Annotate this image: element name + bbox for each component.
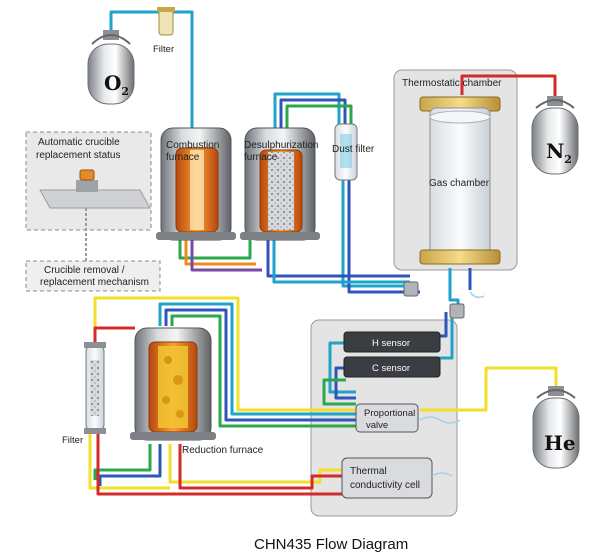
exhaust-swirl-2 (431, 472, 453, 477)
crucible-status-line1: Automatic crucible (38, 137, 120, 148)
c-sensor: C sensor (343, 356, 441, 378)
crucible-status-line2: replacement status (36, 150, 121, 161)
o2-subscript: 2 (121, 85, 129, 98)
he-cylinder: He (532, 386, 580, 469)
reduction-furnace-label: Reduction furnace (182, 445, 264, 456)
pipe-he-line (420, 366, 558, 412)
pipe-comb-desulph-3 (190, 238, 262, 272)
n2-subscript: 2 (564, 153, 572, 166)
combustion-furnace: Combustion furnace (156, 127, 236, 241)
pipe-reduction-loop-3 (170, 314, 356, 428)
pipe-desulph-bottom-1 (266, 238, 410, 278)
manifold-valve-1 (403, 281, 419, 297)
dust-filter-label: Dust filter (332, 144, 375, 155)
pipe-reduction-loop-2 (164, 308, 356, 422)
exhaust-swirl-3 (469, 291, 485, 299)
pipe-reduction-loop-1 (158, 302, 356, 416)
crucible-status: Automatic crucible replacement status (36, 137, 151, 262)
pipe-desulph-dust-1 (273, 92, 341, 130)
gas-chamber-label: Gas chamber (429, 178, 490, 189)
dust-filter: Dust filter (332, 123, 375, 181)
thermal-line1: Thermal (350, 466, 387, 477)
c-sensor-label: C sensor (372, 363, 410, 374)
n2-cylinder: N2 (531, 96, 579, 175)
pipe-n2-line (460, 74, 557, 102)
crucible-mech-box (25, 260, 161, 292)
pipe-yellow-line (93, 296, 358, 412)
svg-text:N2: N2 (546, 139, 572, 166)
pipe-desulph-dust-3 (285, 104, 353, 130)
exhaust-swirl-1 (419, 416, 461, 424)
thermal-conductivity-cell: Thermal conductivity cell (341, 457, 433, 499)
svg-text:O2: O2 (104, 71, 129, 98)
top-filter-label: Filter (153, 44, 174, 55)
thermal-line2: conductivity cell (350, 480, 420, 491)
combustion-line2: furnace (166, 152, 200, 163)
pipe-reduction-bottom-1 (93, 444, 152, 480)
pipe-manifold-sensors-1 (438, 312, 454, 360)
pipe-sensor-loop-1 (328, 341, 356, 394)
pipe-red-thermal (96, 428, 342, 496)
gas-lines (88, 10, 558, 496)
desulph-line1: Desulphurization (244, 140, 319, 151)
pipe-sensor-loop-2 (334, 366, 356, 400)
h-sensor: H sensor (343, 331, 441, 353)
combustion-line1: Combustion (166, 140, 219, 151)
desulph-line2: furnace (244, 152, 278, 163)
crucible-mech-line1: Crucible removal / (44, 265, 125, 276)
pipe-o2-line (109, 10, 194, 130)
pipe-dust-down-1 (341, 180, 410, 288)
reduction-furnace: Reduction furnace (130, 327, 264, 456)
pipe-reduction-bottom-3 (168, 444, 342, 484)
pipe-desulph-dust-2 (279, 98, 347, 130)
thermostatic-chamber-label: Thermostatic chamber (402, 78, 502, 89)
left-filter-label: Filter (62, 435, 83, 446)
pipe-desulph-bottom-2 (272, 238, 410, 284)
proportional-line1: Proportional (364, 408, 415, 419)
n2-formula: N (546, 139, 564, 163)
pipe-comb-desulph-1 (178, 238, 252, 260)
left-filter: Filter (62, 342, 106, 446)
h-sensor-label: H sensor (372, 338, 410, 349)
gas-chamber: Thermostatic chamber Gas chamber (402, 78, 502, 265)
he-formula: He (544, 431, 576, 455)
pipe-manifold-sensors-2 (438, 312, 448, 338)
o2-cylinder: O2 (87, 30, 135, 105)
pipe-reduction-bottom-4 (178, 444, 342, 490)
pipe-dust-down-2 (347, 180, 420, 294)
proportional-line2: valve (366, 420, 388, 431)
pipe-sensor-loop-3 (322, 378, 356, 406)
crucible-mech-line2: replacement mechanism (40, 277, 149, 288)
o2-formula: O (104, 71, 121, 95)
pipe-reduction-bottom-2 (98, 444, 162, 486)
desulphurization-furnace: Desulphurization furnace (240, 127, 320, 241)
manifold-valve-2 (449, 303, 465, 319)
proportional-valve: Proportional valve (355, 403, 419, 433)
pipe-comb-desulph-2 (184, 238, 256, 266)
diagram-title: CHN435 Flow Diagram (254, 536, 408, 553)
top-filter: Filter (153, 7, 175, 55)
pipe-filter-left-bottom (88, 428, 170, 490)
